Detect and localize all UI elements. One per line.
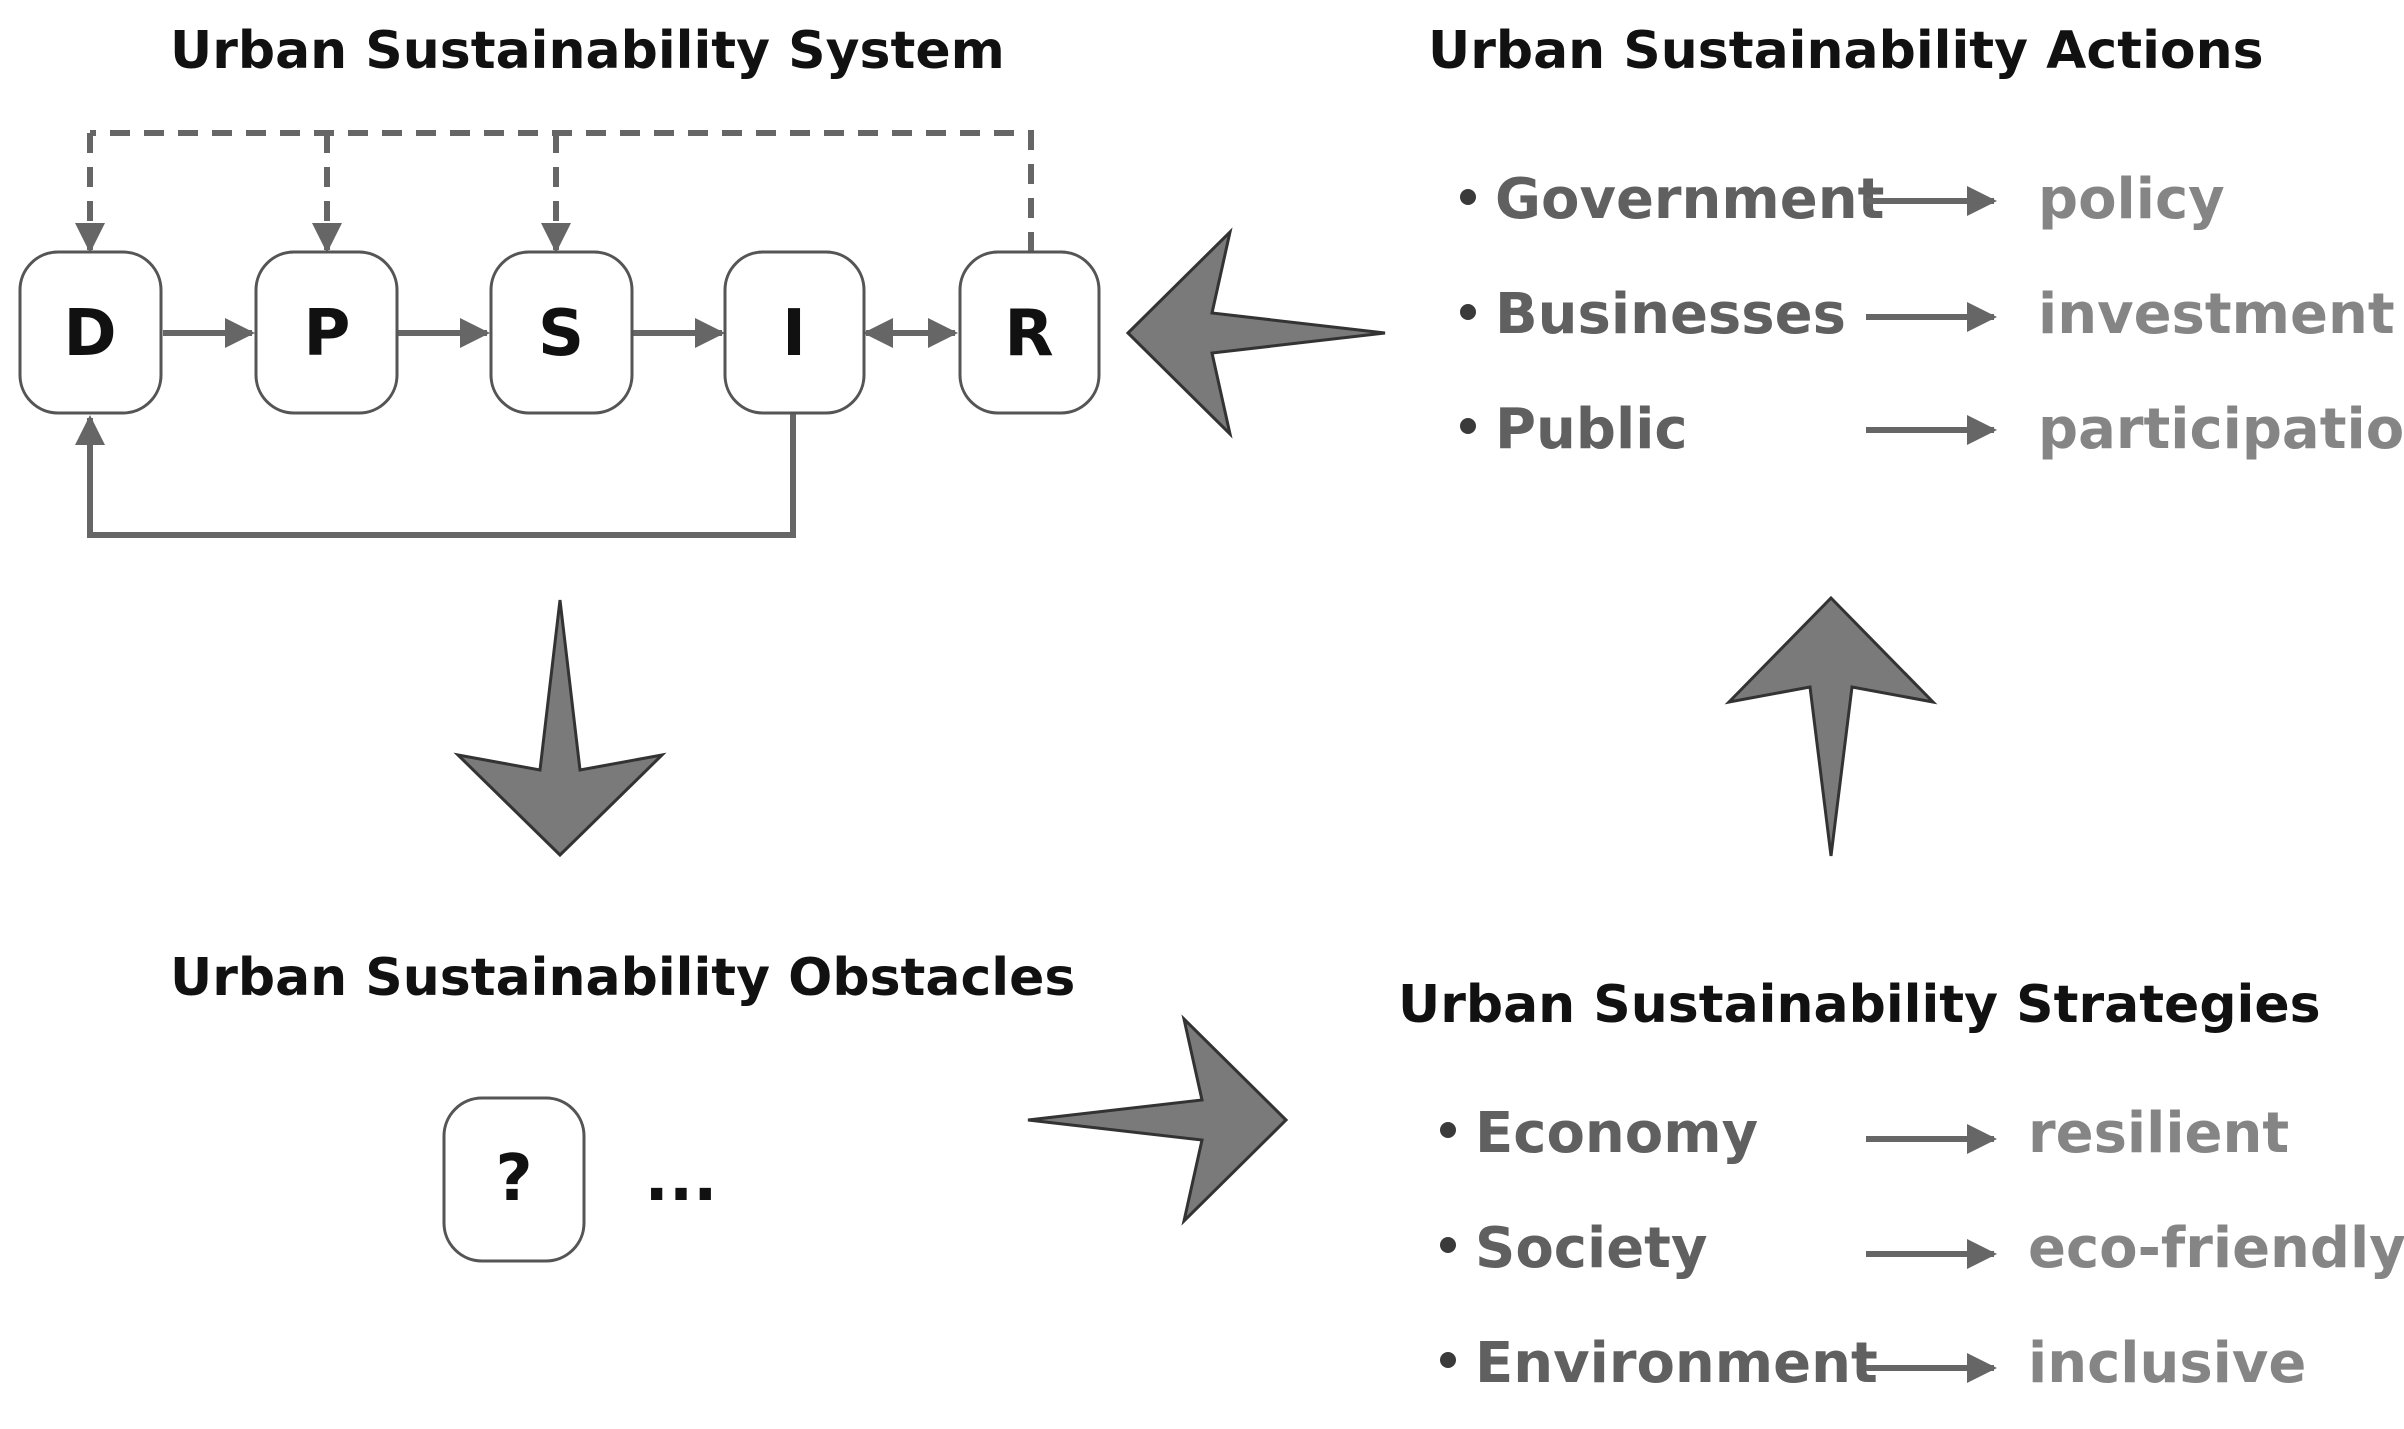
node-d-label: D <box>63 297 116 371</box>
big-arrow-actions-to-system <box>1125 227 1386 439</box>
action-result: policy <box>2038 167 2225 232</box>
strategy-domain: Society <box>1475 1216 1707 1281</box>
action-item: Public participation <box>1460 397 2404 462</box>
strategy-domain: Environment <box>1475 1331 1878 1396</box>
dpsir-node-s: S <box>489 250 634 415</box>
obstacles-title: Urban Sustainability Obstacles <box>170 948 1075 1008</box>
action-actor: Businesses <box>1495 282 1846 347</box>
actions-title: Urban Sustainability Actions <box>1428 21 2264 81</box>
actions-list: Government policy Businesses investment … <box>1460 167 2404 462</box>
action-item: Government policy <box>1460 167 2225 232</box>
obstacles-ellipsis: ... <box>645 1142 718 1216</box>
bullet-icon <box>1440 1352 1456 1368</box>
big-arrow-obstacles-to-strategies <box>1027 1014 1289 1226</box>
strategy-domain: Economy <box>1475 1101 1758 1166</box>
dashed-feedback-connector <box>75 130 1034 253</box>
obstacle-node-label: ? <box>495 1142 532 1216</box>
dpsir-node-d: D <box>18 250 163 415</box>
arrow-i-to-d-loop <box>75 414 796 538</box>
action-result: investment <box>2038 282 2395 347</box>
action-actor: Public <box>1495 397 1688 462</box>
obstacle-node: ? <box>442 1096 586 1263</box>
strategies-title: Urban Sustainability Strategies <box>1398 975 2321 1035</box>
strategy-result: inclusive <box>2028 1331 2306 1396</box>
action-item: Businesses investment <box>1460 282 2395 347</box>
strategy-item: Society eco-friendly <box>1440 1216 2404 1281</box>
strategy-result: resilient <box>2028 1101 2289 1166</box>
strategies-list: Economy resilient Society eco-friendly E… <box>1440 1101 2404 1396</box>
node-i-label: I <box>782 297 806 371</box>
bullet-icon <box>1460 189 1476 205</box>
action-result: participation <box>2038 397 2404 462</box>
bullet-icon <box>1440 1122 1456 1138</box>
big-arrow-strategies-to-actions <box>1724 595 1938 857</box>
bullet-icon <box>1440 1237 1456 1253</box>
system-title: Urban Sustainability System <box>170 21 1005 81</box>
big-arrow-system-to-obstacles <box>453 599 667 858</box>
node-r-label: R <box>1004 297 1053 371</box>
strategy-item: Economy resilient <box>1440 1101 2289 1166</box>
node-s-label: S <box>538 297 584 371</box>
strategy-result: eco-friendly <box>2028 1216 2404 1281</box>
strategy-item: Environment inclusive <box>1440 1331 2306 1396</box>
node-p-label: P <box>304 297 351 371</box>
action-actor: Government <box>1495 167 1884 232</box>
dpsir-node-p: P <box>254 250 399 415</box>
dpsir-node-r: R <box>958 250 1101 415</box>
bullet-icon <box>1460 304 1476 320</box>
dpsir-node-i: I <box>723 250 866 415</box>
bullet-icon <box>1460 418 1476 434</box>
